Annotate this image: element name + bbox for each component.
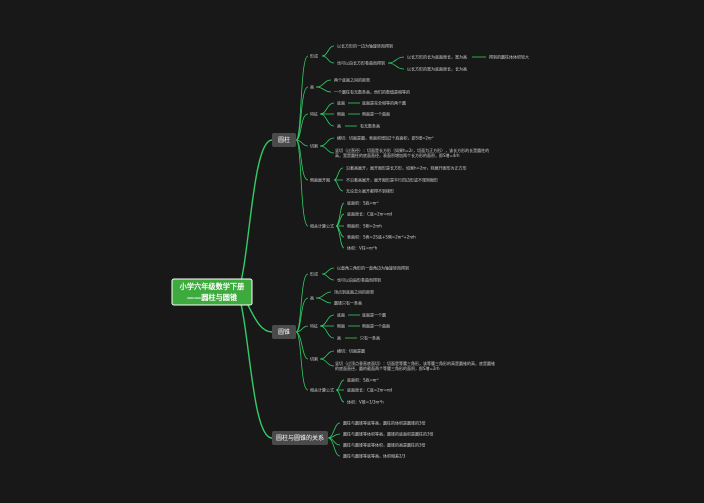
cyl-formula-label[interactable]: 相关计算公式 xyxy=(310,223,334,229)
cyl-formation-sub-1-note[interactable]: 得到的圆柱体体积较大 xyxy=(489,54,529,60)
cyl-feature-side[interactable]: 侧面 xyxy=(337,111,345,117)
relation-item-4[interactable]: 圆柱与圆锥等底等高，体积相差2/3 xyxy=(343,453,406,459)
cyl-formation-item-1[interactable]: 以长方形的一边为轴旋转而得到 xyxy=(337,43,393,49)
cone-formula-label[interactable]: 相关计算公式 xyxy=(310,387,334,393)
branch-cone-label: 圆锥 xyxy=(278,328,290,336)
cyl-formula-4[interactable]: 表面积：S表=2S底+S侧=2πr²+2πrh xyxy=(347,234,416,240)
cone-feature-label[interactable]: 特征 xyxy=(310,323,318,329)
cyl-feature-height[interactable]: 高 xyxy=(337,123,341,129)
branch-cone[interactable]: 圆锥 xyxy=(272,325,296,339)
cyl-feature-label[interactable]: 特征 xyxy=(310,111,318,117)
cyl-formation-sub-2[interactable]: 以长方形的宽为底面周长，长为高 xyxy=(407,66,467,72)
cyl-height-item-1[interactable]: 两个底面之间的距离 xyxy=(334,77,370,83)
cone-height-label[interactable]: 高 xyxy=(310,295,314,301)
cone-cut-label[interactable]: 切割 xyxy=(310,356,318,362)
cone-height-item-2[interactable]: 圆锥只有一条高 xyxy=(334,300,362,306)
cone-formula-3[interactable]: 体积：V锥=1/3πr²h xyxy=(347,399,384,405)
cyl-cut-vertical[interactable]: 竖切（过直径）：切面是长方形（如果h=2r，切面为正方形），该长方形的长是圆柱的… xyxy=(335,148,490,159)
cone-feature-base[interactable]: 底面 xyxy=(337,312,345,318)
branch-cylinder-label: 圆柱 xyxy=(278,136,290,144)
cyl-formula-1[interactable]: 底面积：S底=πr² xyxy=(347,200,379,206)
cyl-formation-sub-1[interactable]: 以长方形的长为底面周长，宽为高 xyxy=(407,54,467,60)
cyl-unfold-item-3[interactable]: 无论怎么展开都得不到梯形 xyxy=(346,188,394,194)
cyl-feature-base-desc[interactable]: 底面是完全相等的两个圆 xyxy=(362,100,406,106)
cone-formation-item-1[interactable]: 以直角三角形的一直角边为轴旋转而得到 xyxy=(337,265,409,271)
cone-cut-vertical[interactable]: 竖切（过顶点垂直底面切）：切面是等腰三角形，该等腰三角形的高是圆锥的高，底是圆锥… xyxy=(335,361,495,372)
cyl-formula-5[interactable]: 体积：V柱=πr²h xyxy=(347,245,378,251)
root-title-line2: ——圆柱与圆锥 xyxy=(187,293,237,302)
cone-formation-item-2[interactable]: 也可以由扇形卷曲而得到 xyxy=(337,277,381,283)
cyl-feature-height-desc[interactable]: 有无数条高 xyxy=(360,123,380,129)
branch-relation-label: 圆柱与圆锥的关系 xyxy=(276,434,324,442)
relation-item-1[interactable]: 圆柱与圆锥等底等高，圆柱的体积是圆锥的3倍 xyxy=(343,420,426,426)
branch-relation[interactable]: 圆柱与圆锥的关系 xyxy=(272,431,328,445)
cyl-formation-item-2[interactable]: 也可以由长方形卷曲而得到 xyxy=(337,60,385,66)
link-root-relation xyxy=(237,291,273,439)
cyl-feature-side-desc[interactable]: 侧面是一个曲面 xyxy=(362,111,390,117)
cone-feature-side[interactable]: 侧面 xyxy=(337,323,345,329)
cone-height-item-1[interactable]: 顶点到底面之间的距离 xyxy=(334,289,374,295)
cyl-feature-base[interactable]: 底面 xyxy=(337,100,345,106)
cyl-unfold-item-2[interactable]: 不沿着高展开，展开图形是平行四边形或不规则图形 xyxy=(346,177,438,183)
cyl-cut-horizontal[interactable]: 横切：切面是圆，表面积增加2个底面积，即S增=2πr² xyxy=(337,135,434,141)
cyl-unfold-label[interactable]: 侧面展开图 xyxy=(310,177,330,183)
cyl-cut-label[interactable]: 切割 xyxy=(310,143,318,149)
branch-cylinder[interactable]: 圆柱 xyxy=(272,133,296,147)
cone-feature-side-desc[interactable]: 侧面是一个曲面 xyxy=(362,323,390,329)
cone-feature-base-desc[interactable]: 底面是一个圆 xyxy=(362,312,386,318)
root-node[interactable]: 小学六年级数学下册 ——圆柱与圆锥 xyxy=(171,278,253,306)
cyl-formation-label[interactable]: 形成 xyxy=(310,53,318,59)
cone-feature-height[interactable]: 高 xyxy=(337,335,341,341)
relation-item-3[interactable]: 圆柱与圆锥等底等体积，圆锥的高是圆柱的3倍 xyxy=(343,442,426,448)
cyl-formula-3[interactable]: 侧面积：S侧=2πrh xyxy=(347,223,382,229)
cone-feature-height-desc[interactable]: 只有一条高 xyxy=(360,335,380,341)
cyl-unfold-item-1[interactable]: 沿着高展开，展开图形是长方形，如果h=2πr，则展开图形为正方形 xyxy=(346,165,466,171)
cone-formation-label[interactable]: 形成 xyxy=(310,271,318,277)
cyl-height-label[interactable]: 高 xyxy=(310,84,314,90)
cone-cut-horizontal[interactable]: 横切：切面是圆 xyxy=(337,348,365,354)
root-title-line1: 小学六年级数学下册 xyxy=(179,282,246,291)
cone-formula-2[interactable]: 底面周长：C底=2πr=πd xyxy=(347,387,393,393)
relation-item-2[interactable]: 圆柱与圆锥等体积等高，圆锥的底面积是圆柱的3倍 xyxy=(343,431,434,437)
cyl-height-item-2[interactable]: 一个圆柱有无数条高，他们的数值是相等的 xyxy=(334,89,410,95)
cyl-formula-2[interactable]: 底面周长：C底=2πr=πd xyxy=(347,211,393,217)
link-root-cylinder xyxy=(237,139,273,293)
cone-formula-1[interactable]: 底面积：S底=πr² xyxy=(347,377,379,383)
